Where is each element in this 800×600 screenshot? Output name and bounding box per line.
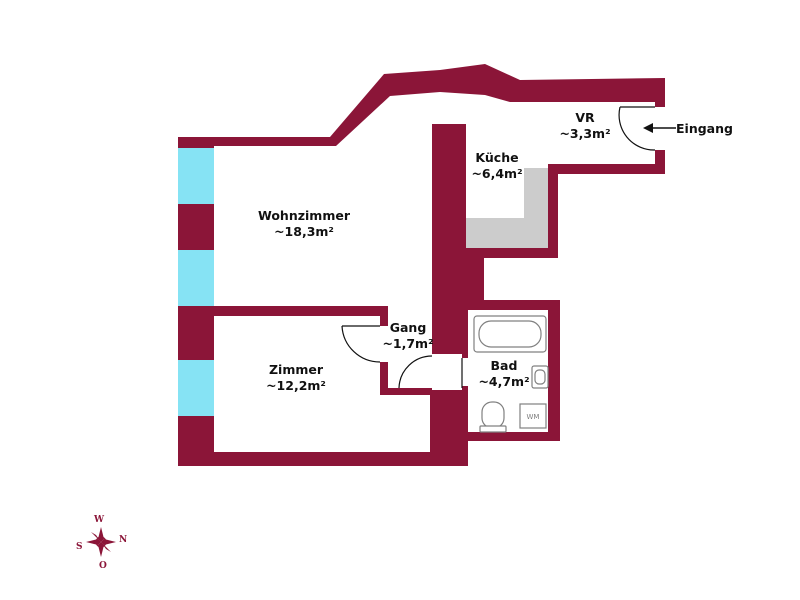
wall-gang-south (380, 388, 432, 395)
wall-gang-bath-lower (462, 386, 468, 402)
entrance-label: Eingang (676, 121, 733, 136)
wall-gang-zimmer-upper (380, 306, 388, 326)
sink-icon (531, 365, 549, 389)
outer-wall-east-entrance-lower (655, 150, 665, 174)
room-area: ~3,3m² (559, 126, 611, 142)
doors (341, 106, 656, 389)
label-bad: Bad ~4,7m² (472, 358, 536, 391)
outer-wall-kitchen-south-cap (548, 164, 665, 174)
wall-wohnzimmer-zimmer (178, 306, 388, 316)
room-area: ~4,7m² (478, 374, 530, 390)
outer-wall-bath-north (466, 300, 558, 310)
central-wall (432, 124, 466, 354)
label-kueche: Küche ~6,4m² (466, 150, 528, 183)
outer-wall-bath-east (548, 300, 560, 440)
arrow-left-icon (643, 123, 676, 133)
label-vr: VR ~3,3m² (555, 110, 615, 143)
label-gang: Gang ~1,7m² (380, 320, 436, 353)
compass-rose-icon (86, 527, 116, 557)
room-name: Wohnzimmer (258, 208, 350, 223)
outer-wall-kitchen-east (548, 164, 558, 258)
room-area: ~6,4m² (471, 166, 523, 182)
wall-gang-bath-upper (462, 310, 468, 358)
windows (178, 148, 214, 416)
outer-wall-south (178, 452, 468, 466)
room-area: ~18,3m² (274, 224, 334, 240)
label-zimmer: Zimmer ~12,2m² (256, 362, 336, 395)
door-gang-bad (398, 355, 463, 389)
room-area: ~1,7m² (382, 336, 434, 352)
outer-wall-bath-south (466, 432, 560, 441)
outer-wall-top-diagonal (178, 64, 665, 146)
bathtub-icon (473, 315, 547, 353)
room-name: Zimmer (268, 362, 324, 377)
compass-east: O (99, 561, 107, 571)
compass-west: W (94, 515, 105, 525)
kitchen-counter (466, 168, 548, 248)
room-name: Bad (490, 358, 518, 373)
label-wohnzimmer: Wohnzimmer ~18,3m² (252, 208, 356, 241)
compass-north: N (119, 535, 128, 545)
window-wohnzimmer-2 (178, 250, 214, 306)
outer-wall-notch-east (466, 248, 484, 306)
entrance-door (618, 106, 656, 151)
room-name: Gang (389, 320, 427, 335)
wall-gang-zimmer-lower (380, 362, 388, 395)
washing-machine-icon (519, 403, 547, 429)
room-name: VR (575, 110, 595, 125)
washing-machine-label: WM (527, 413, 540, 421)
outer-wall-southeast-column (430, 390, 468, 466)
window-zimmer (178, 360, 214, 416)
door-gang-zimmer (341, 325, 381, 363)
toilet-icon (479, 401, 507, 433)
room-name: Küche (475, 150, 519, 165)
window-wohnzimmer-1 (178, 148, 214, 204)
room-area: ~12,2m² (266, 378, 326, 394)
interior-walls (178, 124, 468, 402)
bath-fixtures (473, 315, 549, 433)
outer-wall-notch-south (466, 248, 558, 258)
compass-south: S (76, 542, 83, 552)
